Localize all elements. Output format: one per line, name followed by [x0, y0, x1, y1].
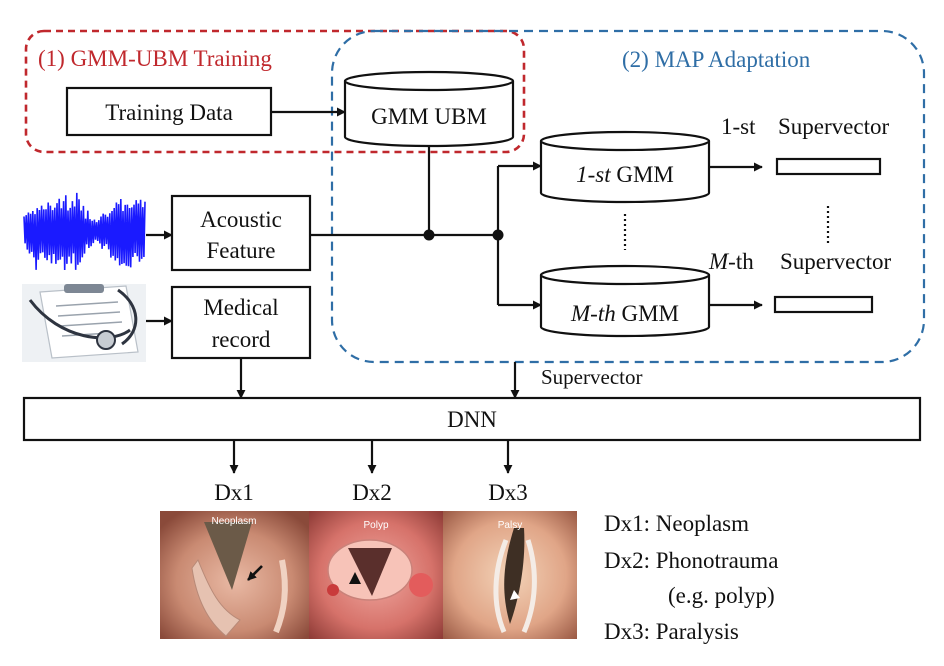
medical-record-label-line1: Medical	[203, 295, 278, 320]
training-data-label: Training Data	[105, 100, 233, 125]
neoplasm-image: Neoplasm	[160, 511, 309, 639]
legend-dx2-example: (e.g. polyp)	[668, 583, 775, 608]
output-dx2: Dx2	[352, 480, 392, 505]
legend-dx3: Dx3: Paralysis	[604, 619, 739, 644]
dnn-label: DNN	[447, 407, 497, 432]
mth-supervector-prefix: M-th	[708, 249, 754, 274]
legend-dx1: Dx1: Neoplasm	[604, 511, 749, 536]
first-supervector-prefix: 1-st	[721, 114, 756, 139]
mth-gmm-label: M-th GMM	[570, 301, 679, 326]
junction-dot-ubm	[423, 229, 435, 241]
adaptation-section-label: (2) MAP Adaptation	[622, 47, 811, 72]
legend-dx2: Dx2: Phonotrauma	[604, 548, 778, 573]
adaptation-section-frame	[330, 29, 926, 364]
polyp-image-caption: Polyp	[363, 520, 388, 531]
dnn-box	[22, 396, 922, 442]
first-supervector-label: Supervector	[778, 114, 889, 139]
first-gmm-cylinder	[539, 130, 711, 204]
gmm-ubm-cylinder	[343, 70, 515, 148]
mth-supervector-label: Supervector	[780, 249, 891, 274]
supervector-input-label: Supervector	[541, 365, 642, 389]
polyp-image: Polyp	[309, 511, 443, 639]
mth-supervector-bar	[773, 295, 874, 314]
output-dx3: Dx3	[488, 480, 528, 505]
acoustic-feature-label-line2: Feature	[207, 238, 276, 263]
medical-record-image	[22, 284, 146, 362]
training-section-frame	[24, 29, 526, 154]
acoustic-feature-box	[170, 194, 312, 272]
palsy-image-caption: Palsy	[498, 520, 522, 531]
mth-gmm-cylinder	[539, 264, 711, 338]
medical-record-label-line2: record	[212, 327, 271, 352]
first-gmm-label: 1-st GMM	[576, 162, 674, 187]
gmm-ubm-label: GMM UBM	[371, 104, 487, 129]
neoplasm-image-caption: Neoplasm	[211, 516, 256, 527]
waveform-image	[23, 192, 146, 271]
output-dx1: Dx1	[214, 480, 254, 505]
acoustic-feature-label-line1: Acoustic	[200, 207, 282, 232]
medical-record-box	[170, 285, 312, 360]
training-section-label: (1) GMM-UBM Training	[38, 46, 272, 71]
palsy-image: Palsy	[443, 511, 577, 639]
first-supervector-bar	[775, 157, 882, 176]
